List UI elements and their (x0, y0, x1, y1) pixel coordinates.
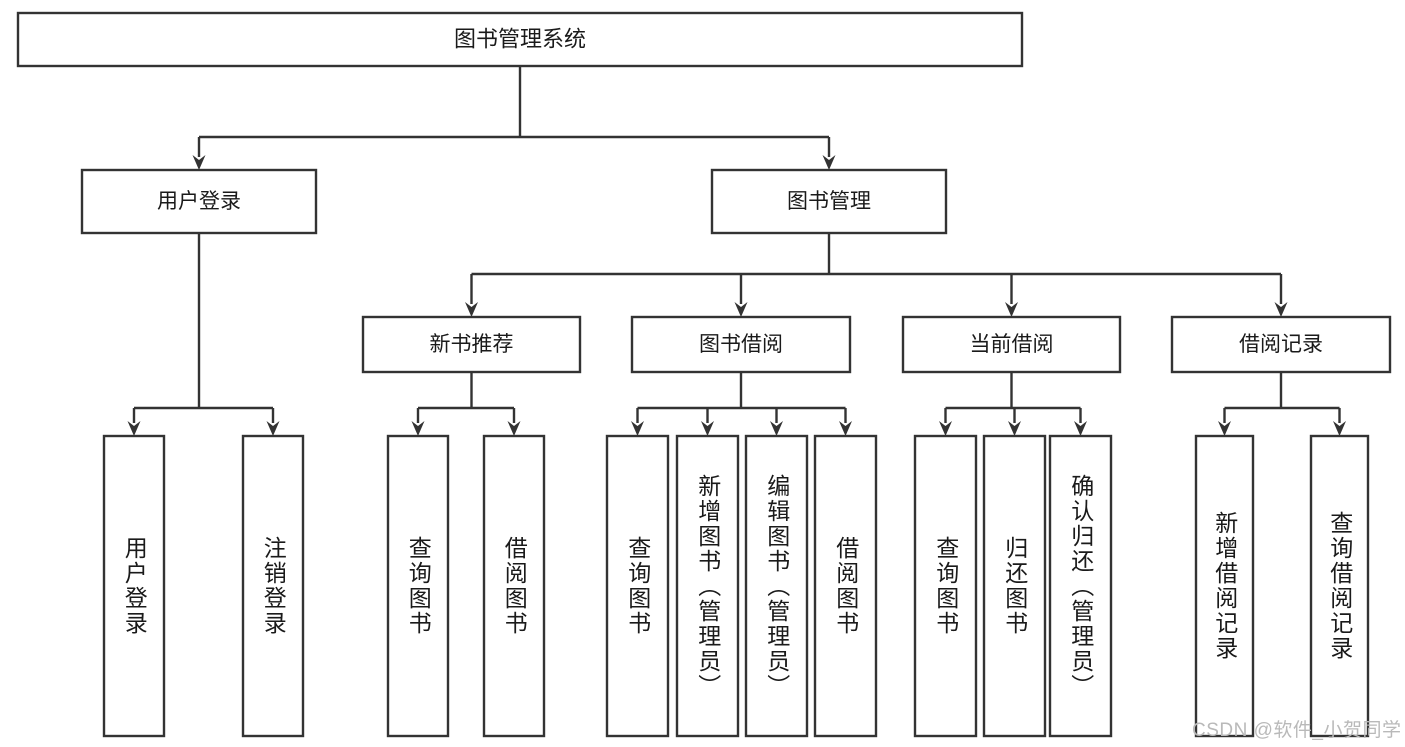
node-leaf-8[interactable] (913, 434, 978, 738)
root-to-level2-0-arrowhead (192, 155, 206, 170)
node-leaf-2[interactable] (386, 434, 450, 738)
root-title-label: 图书管理系统 (454, 26, 586, 51)
level2-to-level3-2-arrowhead (1005, 302, 1018, 317)
node-level3-当前借阅[interactable] (901, 315, 1122, 374)
leaf-arrow-3-2-arrowhead (1074, 421, 1087, 436)
leaf-arrow-2-1-arrowhead (701, 421, 714, 436)
leaf-arrow-2-3-arrowhead (839, 421, 852, 436)
leaf-arrow-2-0-arrowhead (631, 421, 644, 436)
csdn-watermark: CSDN @软件_小贺同学 (1192, 720, 1402, 741)
node-leaf-0[interactable] (102, 434, 166, 738)
node-leaf-1[interactable] (241, 434, 305, 738)
node-leaf-11[interactable] (1194, 434, 1255, 738)
connector-layer (127, 66, 1346, 436)
leaf-arrow-3-0-arrowhead (939, 421, 952, 436)
node-level3-新书推荐[interactable] (361, 315, 582, 374)
leaf-arrow-1-1-arrowhead (507, 421, 521, 436)
node-leaf-12[interactable] (1309, 434, 1370, 738)
node-level3-借阅记录[interactable] (1170, 315, 1392, 374)
node-leaf-3[interactable] (482, 434, 546, 738)
leaf-arrow-2-2-arrowhead (770, 421, 783, 436)
node-leaf-6[interactable] (744, 434, 809, 738)
leaf-arrow-3-1-arrowhead (1008, 421, 1021, 436)
node-leaf-5[interactable] (675, 434, 740, 738)
level2-to-level3-3-arrowhead (1274, 302, 1288, 317)
leaf-arrow-1-0-arrowhead (411, 421, 425, 436)
level3-label-2: 当前借阅 (970, 333, 1054, 356)
leaf-arrow-0-0-arrowhead (127, 421, 141, 436)
node-box-layer (16, 11, 1392, 738)
node-leaf-9[interactable] (982, 434, 1047, 738)
node-leaf-10[interactable] (1048, 434, 1113, 738)
leaf-arrow-4-1-arrowhead (1333, 421, 1346, 436)
level2-to-level3-0-arrowhead (465, 302, 478, 317)
leaf-arrow-4-0-arrowhead (1218, 421, 1231, 436)
level3-label-3: 借阅记录 (1239, 333, 1323, 356)
node-root-图书管理系统[interactable] (16, 11, 1024, 68)
leaf-arrow-0-1-arrowhead (266, 421, 280, 436)
node-level2-用户登录[interactable] (80, 168, 318, 235)
level2-to-level3-1-arrowhead (734, 302, 748, 317)
node-level3-图书借阅[interactable] (630, 315, 852, 374)
node-leaf-7[interactable] (813, 434, 878, 738)
level2-label-1: 图书管理 (787, 190, 871, 213)
level3-label-1: 图书借阅 (699, 333, 783, 356)
root-to-level2-1-arrowhead (822, 155, 836, 170)
level3-label-0: 新书推荐 (430, 333, 514, 356)
node-leaf-4[interactable] (605, 434, 670, 738)
node-level2-图书管理[interactable] (710, 168, 948, 235)
level2-label-0: 用户登录 (157, 190, 241, 213)
